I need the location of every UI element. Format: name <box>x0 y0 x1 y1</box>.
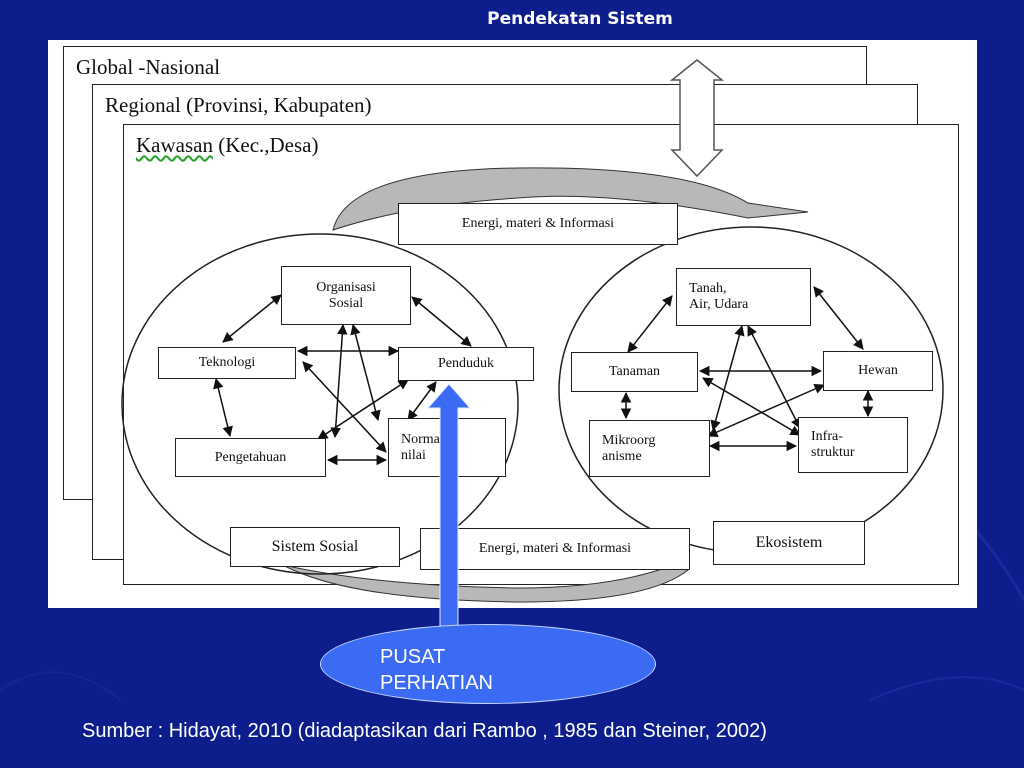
slide-title: Pendekatan Sistem <box>487 9 673 29</box>
top-flow-box: Energi, materi & Informasi <box>398 203 678 245</box>
node-pengetahuan: Pengetahuan <box>175 438 326 477</box>
diagram-panel: Global -Nasional Regional (Provinsi, Kab… <box>48 40 977 608</box>
node-tanah-air-udara: Tanah, Air, Udara <box>676 268 811 326</box>
layer-kawasan-rest: (Kec.,Desa) <box>212 133 319 157</box>
node-mikroorganisme: Mikroorg anisme <box>589 420 710 477</box>
layer-kawasan-word: Kawasan <box>136 133 213 157</box>
level-double-arrow <box>669 59 725 178</box>
node-organisasi-sosial: Organisasi Sosial <box>281 266 411 325</box>
node-penduduk: Penduduk <box>398 347 534 381</box>
node-infrastruktur: Infra- struktur <box>798 417 908 473</box>
ecosystem-arrows <box>620 286 874 452</box>
system-diagram <box>121 59 944 603</box>
node-tanaman: Tanaman <box>571 352 698 392</box>
bottom-flow-swoosh <box>282 564 690 603</box>
focus-label: PUSAT PERHATIAN <box>380 646 493 694</box>
top-flow-swoosh <box>332 167 809 231</box>
node-teknologi: Teknologi <box>158 347 296 379</box>
focus-ellipse: PUSAT PERHATIAN <box>320 624 656 704</box>
ecosystem-label: Ekosistem <box>713 521 865 565</box>
layer-regional-label: Regional (Provinsi, Kabupaten) <box>105 93 372 117</box>
social-system-label: Sistem Sosial <box>230 527 400 567</box>
node-hewan: Hewan <box>823 351 933 391</box>
layer-kawasan-label: Kawasan (Kec.,Desa) <box>136 133 319 158</box>
source-citation: Sumber : Hidayat, 2010 (diadaptasikan da… <box>82 720 767 742</box>
social-arrows <box>213 294 472 466</box>
layer-global-label: Global -Nasional <box>76 55 221 79</box>
bottom-flow-box: Energi, materi & Informasi <box>420 528 690 570</box>
social-system-ellipse <box>121 233 519 575</box>
